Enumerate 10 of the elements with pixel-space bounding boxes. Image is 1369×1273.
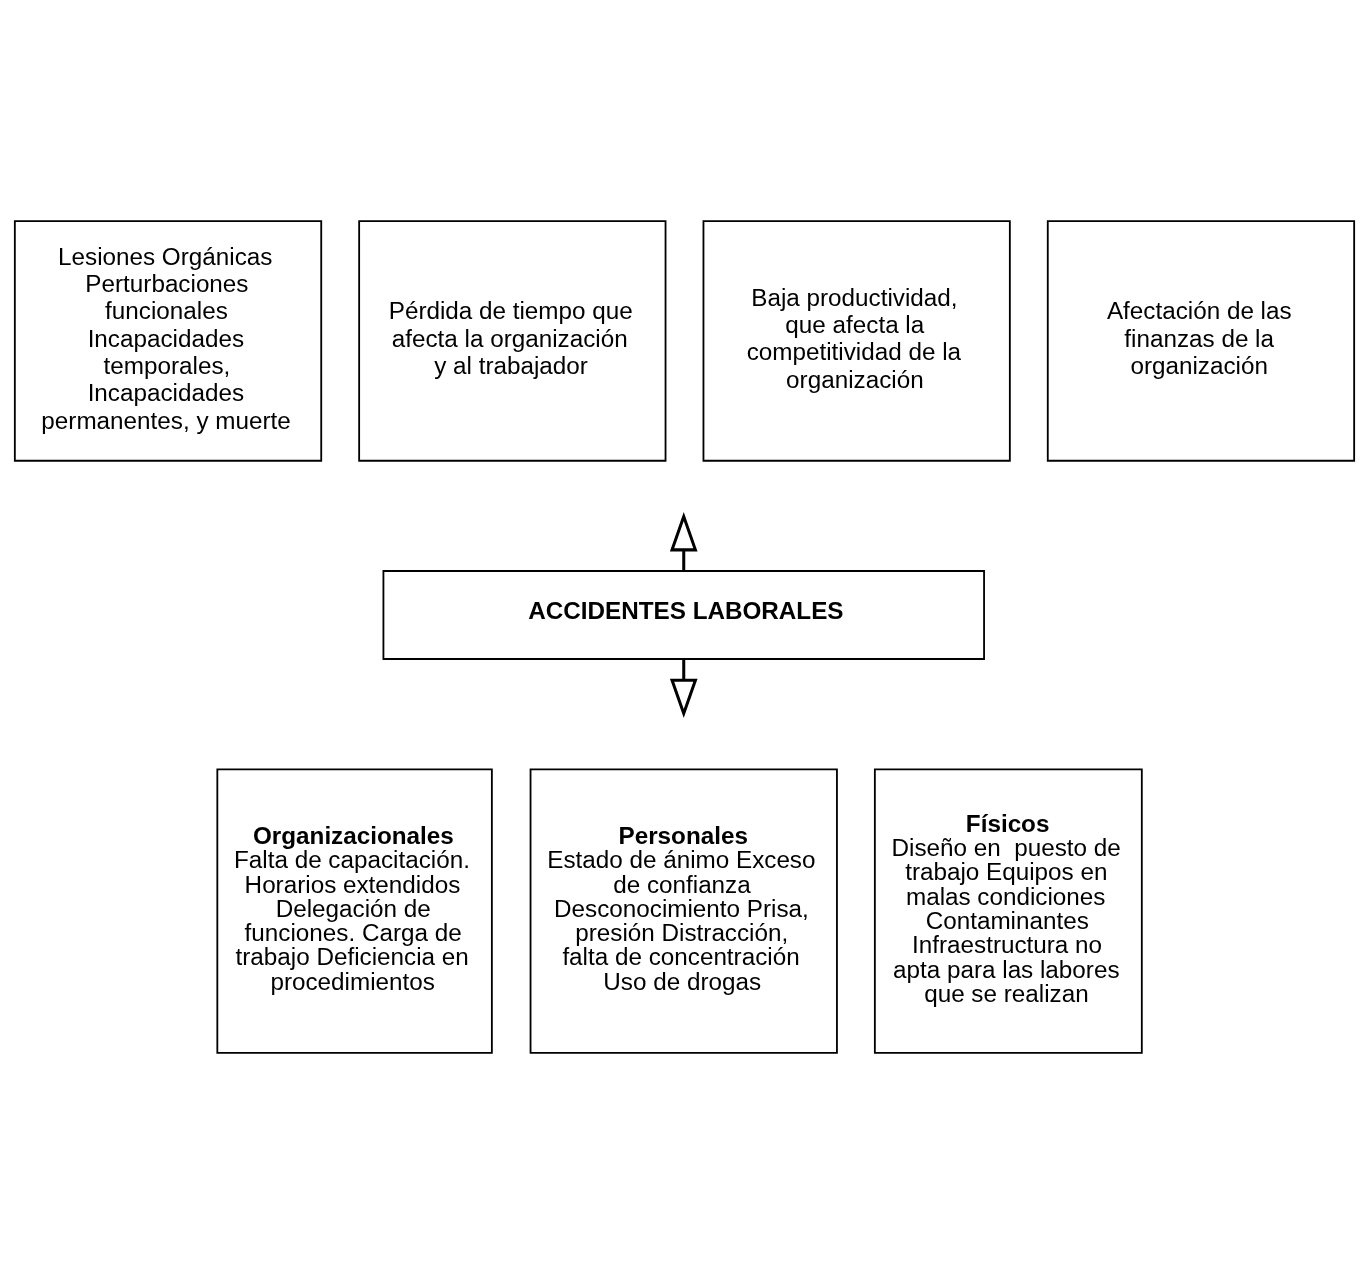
- node-box: Afectación de las finanzas de la organización: [1046, 219, 1356, 462]
- node-box: Lesiones Orgánicas Perturbaciones funcionales Incapacidades temporales, Incapacidades permanentes, y muerte: [13, 219, 323, 462]
- node-box: Personales Estado de ánimo Exceso de confianza Desconocimiento Prisa, presión Distracción, falta de concentración Uso de drogas: [529, 767, 838, 1054]
- node-box: Pérdida de tiempo que afecta la organización y al trabajador: [358, 219, 667, 462]
- node-box: Organizacionales Falta de capacitación. Horarios extendidos Delegación de funciones. Carga de trabajo Deficiencia en procedimientos: [216, 767, 493, 1054]
- arrow: [669, 658, 698, 718]
- node-box: Baja productividad, que afecta la competitividad de la organización: [702, 219, 1011, 462]
- arrow: [669, 511, 698, 571]
- node-box: Físicos Diseño en puesto de trabajo Equipos en malas condiciones Contaminantes Infraestructura no apta para las labores que se realizan: [873, 767, 1143, 1054]
- node-box: ACCIDENTES LABORALES: [382, 569, 985, 660]
